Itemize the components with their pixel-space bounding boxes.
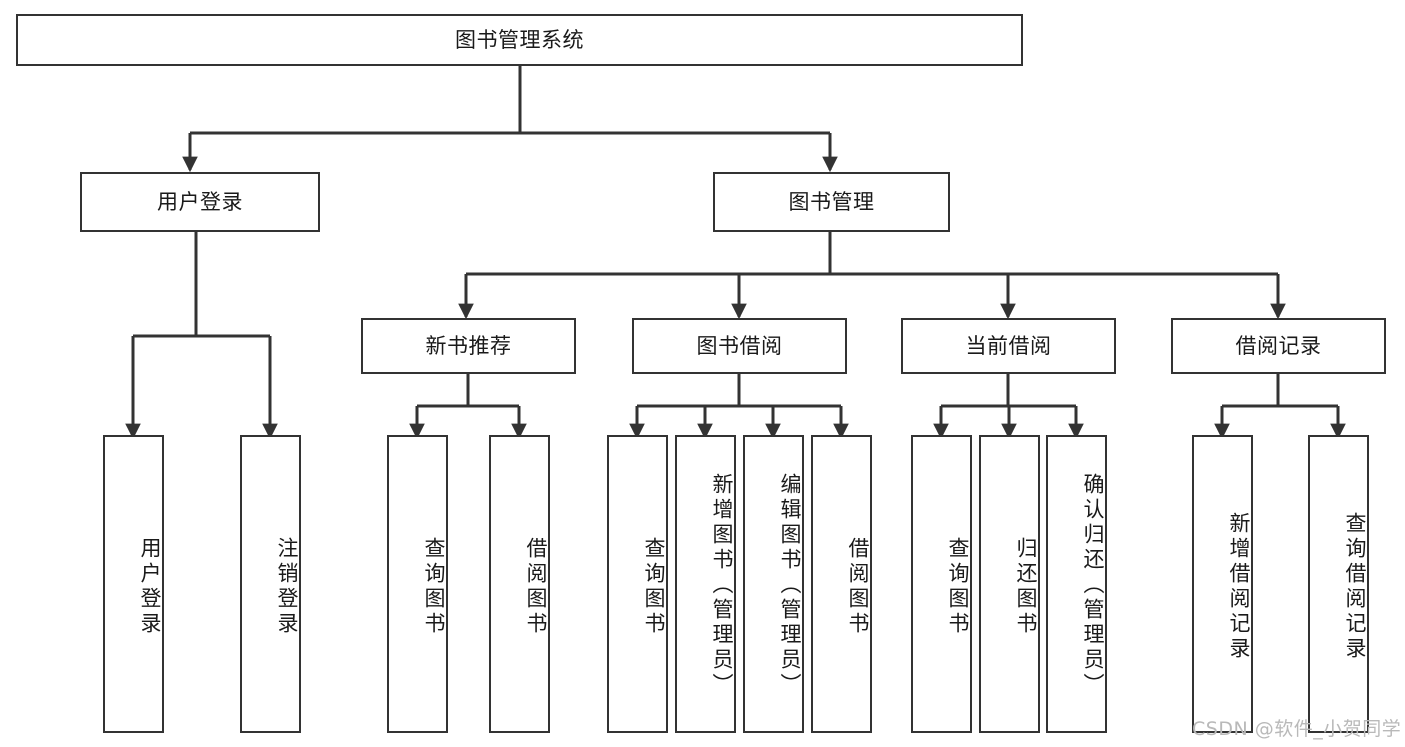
node-leaf-borrow-book-1[interactable]: 借阅图书: [489, 435, 550, 733]
node-leaf-edit-book[interactable]: 编辑图书（管理员）: [743, 435, 804, 733]
node-leaf-user-login[interactable]: 用户登录: [103, 435, 164, 733]
node-book-borrow-label: 图书借阅: [696, 333, 783, 358]
node-leaf-query-book-1-label: 查询图书: [422, 537, 446, 637]
node-root-label: 图书管理系统: [455, 27, 584, 52]
node-borrow-record[interactable]: 借阅记录: [1171, 318, 1386, 374]
node-leaf-add-book[interactable]: 新增图书（管理员）: [675, 435, 736, 733]
node-leaf-query-record[interactable]: 查询借阅记录: [1308, 435, 1369, 733]
node-leaf-confirm-return-label: 确认归还（管理员）: [1081, 472, 1105, 698]
csdn-watermark: CSDN @软件_小贺同学: [1192, 718, 1402, 740]
node-leaf-return-book[interactable]: 归还图书: [979, 435, 1040, 733]
node-new-book-recommend[interactable]: 新书推荐: [361, 318, 576, 374]
node-current-borrow[interactable]: 当前借阅: [901, 318, 1116, 374]
node-leaf-edit-book-label: 编辑图书（管理员）: [778, 472, 802, 698]
node-leaf-user-logout-label: 注销登录: [275, 537, 299, 637]
node-leaf-borrow-book-2[interactable]: 借阅图书: [811, 435, 872, 733]
node-leaf-return-book-label: 归还图书: [1014, 537, 1038, 637]
node-leaf-query-book-3-label: 查询图书: [946, 537, 970, 637]
node-leaf-confirm-return[interactable]: 确认归还（管理员）: [1046, 435, 1107, 733]
node-book-manage[interactable]: 图书管理: [713, 172, 950, 232]
node-user-login-label: 用户登录: [157, 189, 243, 214]
node-root[interactable]: 图书管理系统: [16, 14, 1023, 66]
node-leaf-query-record-label: 查询借阅记录: [1343, 512, 1367, 662]
node-leaf-query-book-3[interactable]: 查询图书: [911, 435, 972, 733]
node-leaf-user-login-label: 用户登录: [138, 537, 162, 637]
node-leaf-add-record[interactable]: 新增借阅记录: [1192, 435, 1253, 733]
node-leaf-add-record-label: 新增借阅记录: [1227, 512, 1251, 662]
node-leaf-add-book-label: 新增图书（管理员）: [710, 472, 734, 698]
node-leaf-user-logout[interactable]: 注销登录: [240, 435, 301, 733]
node-leaf-borrow-book-2-label: 借阅图书: [846, 537, 870, 637]
node-current-borrow-label: 当前借阅: [965, 333, 1052, 358]
node-book-borrow[interactable]: 图书借阅: [632, 318, 847, 374]
node-leaf-query-book-2-label: 查询图书: [642, 537, 666, 637]
node-book-manage-label: 图书管理: [788, 189, 875, 214]
node-new-book-recommend-label: 新书推荐: [425, 333, 512, 358]
node-leaf-query-book-1[interactable]: 查询图书: [387, 435, 448, 733]
node-user-login[interactable]: 用户登录: [80, 172, 320, 232]
node-leaf-borrow-book-1-label: 借阅图书: [524, 537, 548, 637]
node-leaf-query-book-2[interactable]: 查询图书: [607, 435, 668, 733]
node-borrow-record-label: 借阅记录: [1235, 333, 1322, 358]
